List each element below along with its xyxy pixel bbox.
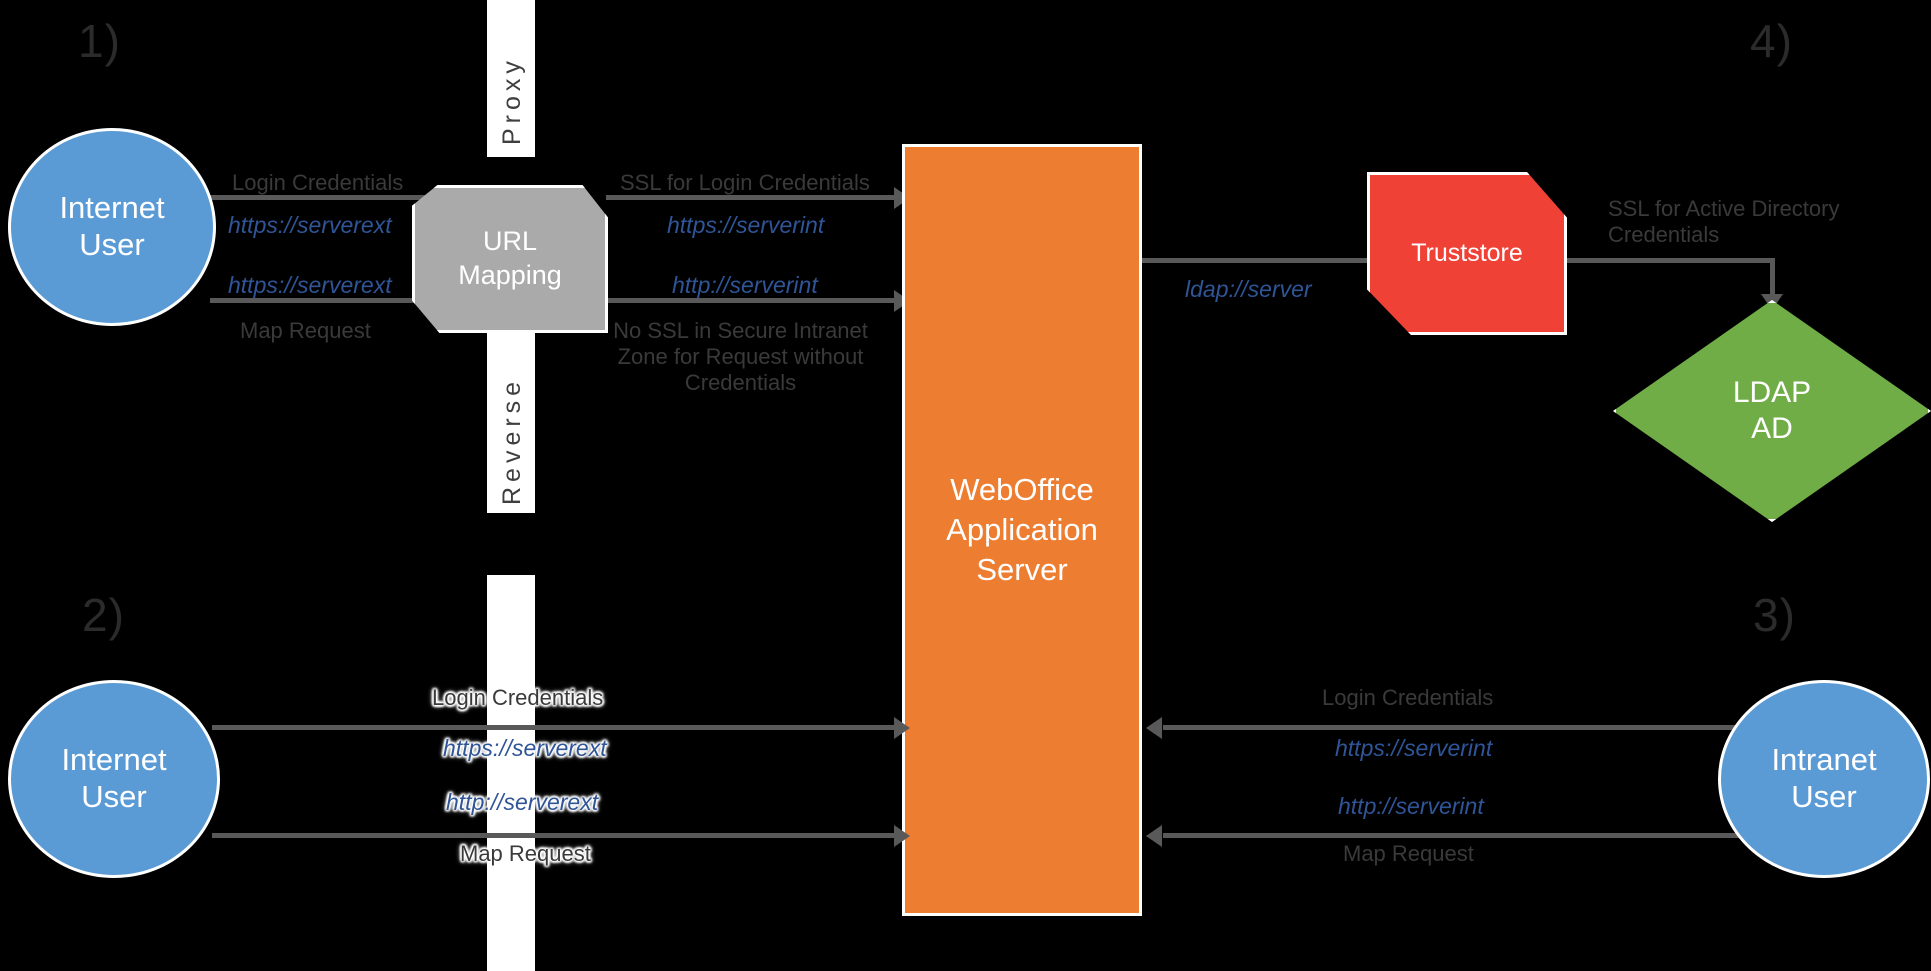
connector-urlmapping-appserver-lower bbox=[606, 298, 896, 303]
truststore-label: Truststore bbox=[1411, 239, 1523, 267]
label-login-credentials-bottom-right: Login Credentials bbox=[1322, 685, 1494, 710]
connector-urlmapping-appserver-upper bbox=[606, 195, 896, 200]
step-number-1: 1) bbox=[78, 15, 121, 67]
app-server-line2: Application bbox=[946, 511, 1098, 547]
connector-user3-appserver-upper bbox=[1163, 725, 1768, 730]
arrow-right-lower-bottom-left bbox=[894, 825, 910, 847]
node-internet-user-1[interactable]: Internet User bbox=[8, 128, 216, 326]
app-server-line1: WebOffice bbox=[950, 471, 1094, 507]
arrow-left-upper-bottom-right bbox=[1146, 717, 1162, 739]
connector-truststore-ldap-vertical bbox=[1770, 258, 1775, 308]
ldap-line2: AD bbox=[1751, 412, 1793, 445]
node-ldap-ad[interactable]: LDAP AD bbox=[1613, 300, 1931, 522]
label-https-serverint-bottom: https://serverint bbox=[1335, 735, 1493, 761]
reverse-proxy-band-bottom bbox=[487, 575, 535, 971]
label-login-credentials-bottom-left: Login Credentials bbox=[432, 685, 604, 710]
node-truststore[interactable]: Truststore bbox=[1367, 172, 1567, 335]
step-number-4: 4) bbox=[1750, 15, 1793, 67]
url-mapping-line1: URL bbox=[482, 226, 537, 257]
connector-user1-urlmapping-upper bbox=[210, 195, 540, 200]
connector-truststore-ldap-horizontal bbox=[1565, 258, 1775, 263]
internet-user-2-line1: Internet bbox=[61, 742, 167, 778]
node-intranet-user[interactable]: Intranet User bbox=[1718, 680, 1930, 878]
label-https-serverint-top: https://serverint bbox=[667, 212, 825, 238]
proxy-vertical-label: Proxy bbox=[498, 56, 526, 145]
node-internet-user-2[interactable]: Internet User bbox=[8, 680, 220, 878]
reverse-vertical-label: Reverse bbox=[498, 376, 526, 505]
reverse-proxy-band-top bbox=[487, 0, 535, 157]
label-map-request-top-left: Map Request bbox=[240, 318, 371, 343]
label-https-serverext-top-lower: https://serverext bbox=[228, 272, 392, 298]
label-map-request-bottom-right: Map Request bbox=[1343, 841, 1474, 866]
label-no-ssl-note: No SSL in Secure Intranet Zone for Reque… bbox=[613, 318, 868, 395]
connector-appserver-truststore bbox=[1140, 258, 1380, 263]
connector-user3-appserver-lower bbox=[1163, 833, 1768, 838]
internet-user-1-line2: User bbox=[79, 227, 145, 262]
app-server-line3: Server bbox=[976, 552, 1068, 588]
arrow-right-upper-bottom-left bbox=[894, 717, 910, 739]
step-number-2: 2) bbox=[82, 589, 125, 641]
internet-user-2-line2: User bbox=[81, 779, 147, 814]
connector-user1-urlmapping-lower bbox=[210, 298, 540, 303]
step-number-3: 3) bbox=[1753, 589, 1796, 641]
label-ssl-login-credentials: SSL for Login Credentials bbox=[620, 170, 870, 195]
intranet-user-line2: User bbox=[1791, 779, 1857, 814]
connector-user2-appserver-upper bbox=[212, 725, 898, 730]
label-http-serverint-bottom: http://serverint bbox=[1338, 793, 1484, 819]
ldap-line1: LDAP bbox=[1732, 376, 1812, 409]
label-http-serverext-bottom: http://serverext bbox=[446, 789, 599, 815]
node-url-mapping[interactable]: URL Mapping bbox=[412, 185, 608, 333]
node-weboffice-application-server[interactable]: WebOffice Application Server bbox=[902, 144, 1142, 916]
label-ssl-active-directory: SSL for Active Directory Credentials bbox=[1608, 196, 1840, 247]
url-mapping-line2: Mapping bbox=[458, 260, 562, 290]
label-map-request-bottom-left: Map Request bbox=[460, 841, 591, 866]
label-ldap-server: ldap://server bbox=[1185, 276, 1312, 302]
intranet-user-line1: Intranet bbox=[1771, 742, 1877, 778]
label-http-serverint-top: http://serverint bbox=[672, 272, 818, 298]
connector-user2-appserver-lower bbox=[212, 833, 898, 838]
label-https-serverext-bottom: https://serverext bbox=[443, 735, 607, 761]
label-https-serverext-top-upper: https://serverext bbox=[228, 212, 392, 238]
label-login-credentials-top-left: Login Credentials bbox=[232, 170, 404, 195]
arrow-left-lower-bottom-right bbox=[1146, 825, 1162, 847]
internet-user-1-line1: Internet bbox=[59, 190, 165, 226]
reverse-proxy-band-middle bbox=[487, 333, 535, 513]
